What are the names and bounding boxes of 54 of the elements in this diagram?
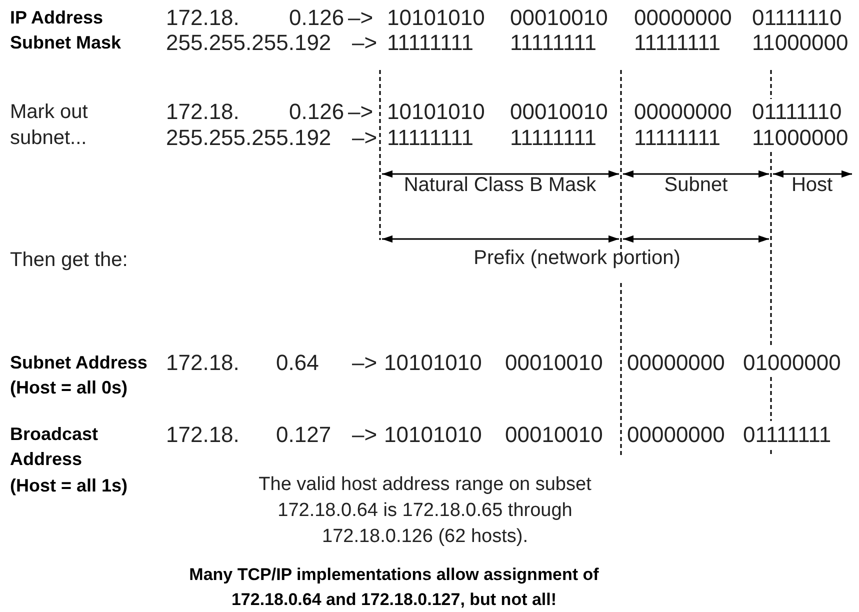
binary-octet: 11111111 xyxy=(510,127,596,149)
binary-octet: 00000000 xyxy=(634,101,732,123)
arrow-text: –> xyxy=(352,424,378,446)
row-heading: Broadcast Address xyxy=(10,423,100,471)
row-heading: Mark out subnet... xyxy=(10,100,89,151)
segment-label: Prefix (network portion) xyxy=(472,248,682,268)
ip-address-text: 255.255.255.192 xyxy=(166,127,332,149)
ip-address-text: 172.18. xyxy=(166,352,240,374)
binary-octet: 01111110 xyxy=(752,101,842,123)
ip-address-text: 0.127 xyxy=(276,424,332,446)
binary-octet: 00010010 xyxy=(510,101,608,123)
binary-octet: 00010010 xyxy=(510,7,608,29)
step-text: Then get the: xyxy=(10,250,128,270)
binary-octet: 01111110 xyxy=(752,7,842,29)
binary-octet: 00000000 xyxy=(634,7,732,29)
binary-octet: 01000000 xyxy=(743,352,841,374)
binary-octet: 00000000 xyxy=(627,424,725,446)
binary-octet: 11111111 xyxy=(510,32,596,54)
row-heading: (Host = all 1s) xyxy=(10,474,128,498)
segment-label: Host xyxy=(790,175,834,195)
binary-octet: 11111111 xyxy=(634,32,720,54)
binary-octet: 11111111 xyxy=(387,32,474,54)
binary-octet: 10101010 xyxy=(384,424,482,446)
arrow-text: –> xyxy=(348,101,374,123)
arrow-text: –> xyxy=(352,32,378,54)
binary-octet: 01111111 xyxy=(743,424,832,446)
row-heading: IP Address xyxy=(10,6,104,30)
row-heading: (Host = all 0s) xyxy=(10,376,128,400)
ip-address-text: 0.126 xyxy=(289,7,344,29)
ip-address-text: 0.126 xyxy=(289,101,344,123)
ip-address-text: 0.64 xyxy=(276,352,319,374)
binary-octet: 10101010 xyxy=(387,101,485,123)
row-heading: Subnet Mask xyxy=(10,32,122,54)
ip-address-text: 172.18. xyxy=(166,7,240,29)
row-heading: Subnet Address xyxy=(10,352,148,374)
ip-address-text: 172.18. xyxy=(166,101,240,123)
binary-octet: 11111111 xyxy=(634,127,720,149)
segment-label: Subnet xyxy=(663,175,729,195)
arrow-text: –> xyxy=(352,352,378,374)
binary-octet: 11000000 xyxy=(752,32,848,54)
binary-octet: 10101010 xyxy=(384,352,482,374)
binary-octet: 10101010 xyxy=(387,7,485,29)
binary-octet: 00010010 xyxy=(505,424,603,446)
note-text: The valid host address range on subset 172.18.0.64 is 172.18.0.65 through 172.18.0.126 (62 hosts). xyxy=(258,473,592,549)
binary-octet: 11000000 xyxy=(752,127,848,149)
arrow-text: –> xyxy=(352,127,378,149)
binary-octet: 00000000 xyxy=(627,352,725,374)
ip-address-text: 255.255.255.192 xyxy=(166,32,332,54)
binary-octet: 00010010 xyxy=(505,352,603,374)
binary-octet: 11111111 xyxy=(387,127,474,149)
ip-address-text: 172.18. xyxy=(166,424,240,446)
segment-label: Natural Class B Mask xyxy=(402,175,598,195)
warning-text: Many TCP/IP implementations allow assignment of 172.18.0.64 and 172.18.0.127, but not all! xyxy=(188,564,600,611)
arrow-text: –> xyxy=(348,7,374,29)
